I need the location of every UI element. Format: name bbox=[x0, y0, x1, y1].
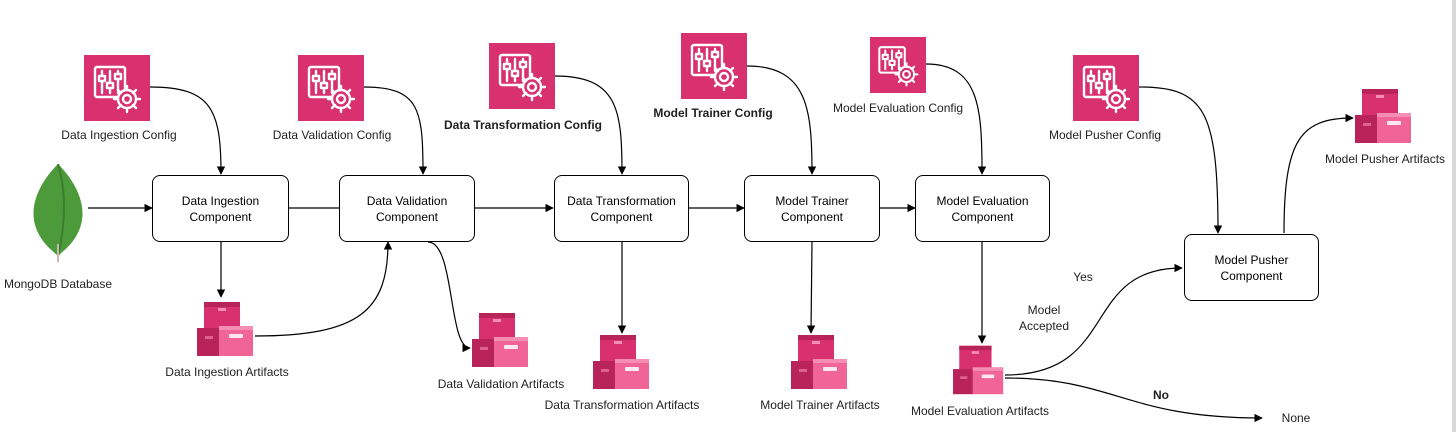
artifact-label-pusher: Model Pusher Artifacts bbox=[1324, 152, 1446, 166]
config-settings-icon bbox=[870, 37, 926, 93]
config-label-ingestion: Data Ingestion Config bbox=[61, 128, 177, 142]
component-data-transformation: Data Transformation Component bbox=[554, 175, 689, 242]
branch-label-yes: Yes bbox=[1073, 270, 1093, 284]
config-label-trainer: Model Trainer Config bbox=[653, 106, 773, 120]
artifact-boxes-icon bbox=[1355, 89, 1411, 143]
artifact-boxes-icon bbox=[593, 335, 649, 389]
config-settings-icon bbox=[681, 33, 747, 99]
component-label: Model Trainer Component bbox=[775, 193, 849, 224]
artifact-label-evaluation: Model Evaluation Artifacts bbox=[910, 404, 1050, 418]
config-label-validation: Data Validation Config bbox=[272, 128, 392, 142]
edge-validation-config bbox=[363, 86, 428, 175]
decision-label: Model Accepted bbox=[1018, 303, 1070, 333]
edge-validation-to-artifacts bbox=[427, 241, 471, 353]
component-label: Model Pusher Component bbox=[1214, 252, 1289, 283]
edge-pusher-to-artifacts bbox=[1283, 113, 1354, 234]
artifact-label-trainer: Model Trainer Artifacts bbox=[760, 398, 880, 412]
edge-trainer-config bbox=[746, 65, 817, 175]
component-model-trainer: Model Trainer Component bbox=[744, 175, 880, 242]
artifact-boxes-icon bbox=[472, 313, 528, 367]
edge-no-to-none bbox=[1004, 377, 1263, 423]
config-label-pusher: Model Pusher Config bbox=[1048, 128, 1162, 142]
terminal-none-label: None bbox=[1281, 411, 1311, 425]
artifact-boxes-icon bbox=[197, 302, 253, 356]
component-label: Data Transformation Component bbox=[567, 193, 676, 224]
edge-trainer-to-artifacts bbox=[806, 241, 816, 334]
edge-evaluation-config bbox=[925, 63, 987, 175]
config-label-evaluation: Model Evaluation Config bbox=[832, 101, 964, 115]
edge-yes-to-pusher bbox=[1004, 263, 1183, 376]
artifact-label-transformation: Data Transformation Artifacts bbox=[544, 398, 700, 412]
mongodb-leaf-icon bbox=[33, 163, 83, 262]
component-data-validation: Data Validation Component bbox=[339, 175, 475, 242]
artifact-boxes-icon bbox=[953, 345, 1004, 395]
edge-ingestion-config bbox=[149, 86, 226, 175]
artifact-label-validation: Data Validation Artifacts bbox=[437, 377, 565, 391]
artifact-label-ingestion: Data Ingestion Artifacts bbox=[165, 365, 289, 379]
scrollbar[interactable] bbox=[1452, 0, 1456, 432]
config-settings-icon bbox=[489, 43, 555, 109]
config-label-transformation: Data Transformation Config bbox=[443, 118, 603, 132]
branch-label-no: No bbox=[1153, 388, 1169, 402]
edge-transformation-config bbox=[554, 75, 627, 175]
component-model-evaluation: Model Evaluation Component bbox=[915, 175, 1050, 242]
component-model-pusher: Model Pusher Component bbox=[1184, 234, 1319, 301]
edge-ingestion-artifacts-to-validation bbox=[254, 241, 393, 337]
edge-pusher-config bbox=[1138, 86, 1223, 234]
component-label: Data Ingestion Component bbox=[181, 193, 260, 224]
component-label: Data Validation Component bbox=[366, 193, 448, 224]
config-settings-icon bbox=[1073, 55, 1139, 121]
database-label: MongoDB Database bbox=[3, 277, 113, 291]
config-settings-icon bbox=[84, 55, 150, 121]
component-label: Model Evaluation Component bbox=[936, 193, 1029, 224]
config-settings-icon bbox=[298, 55, 364, 121]
artifact-boxes-icon bbox=[791, 335, 847, 389]
component-data-ingestion: Data Ingestion Component bbox=[152, 175, 289, 242]
